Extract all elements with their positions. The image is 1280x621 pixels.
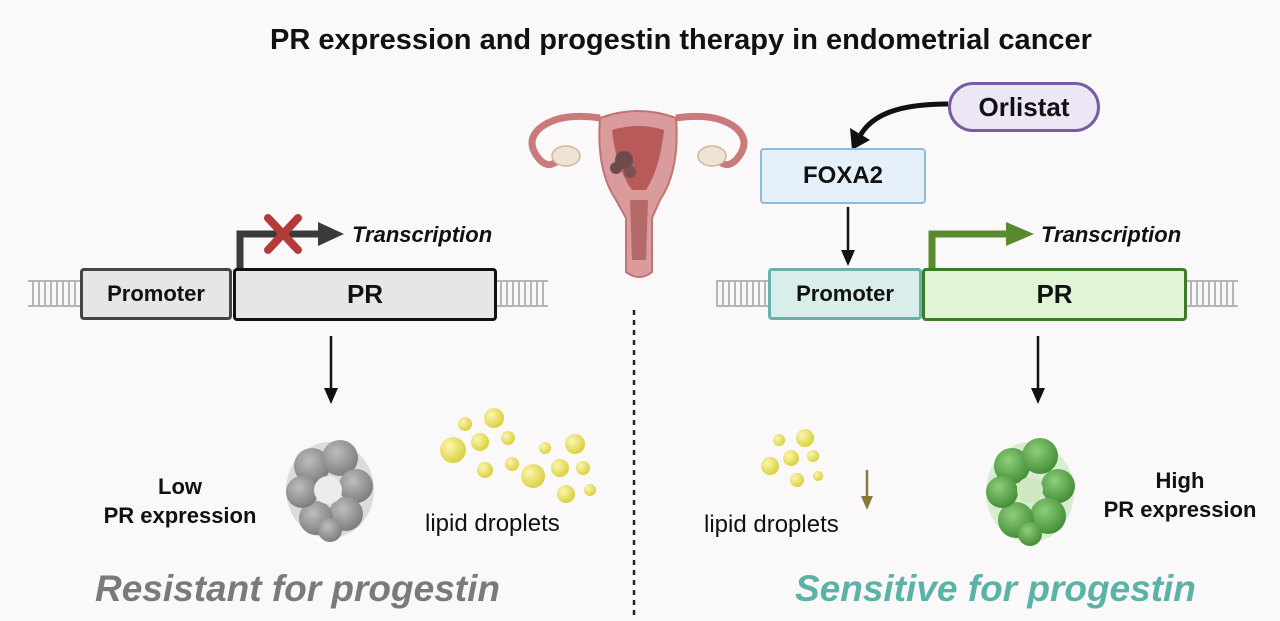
expression-text: PR expression	[1103, 497, 1257, 522]
expression-text: PR expression	[103, 503, 257, 528]
sensitive-outcome-label: Sensitive for progestin	[795, 568, 1196, 609]
low-pr-expression-label: Low PR expression	[100, 472, 260, 530]
lipid-droplet-icon	[440, 408, 596, 503]
lipid-droplets-label-right: lipid droplets	[704, 511, 839, 538]
resistant-outcome-label: Resistant for progestin	[95, 568, 500, 609]
arrow-down-left	[324, 336, 338, 404]
expression-level-text: Low	[158, 474, 202, 499]
uterus-icon	[528, 110, 748, 278]
page-title: PR expression and progestin therapy in e…	[270, 24, 1092, 56]
promoter-box-right: Promoter	[768, 268, 922, 320]
red-x-icon	[264, 214, 302, 254]
transcription-label-right: Transcription	[1041, 222, 1182, 247]
pr-gene-box-left: PR	[233, 268, 497, 321]
arrow-down-right	[1031, 336, 1045, 404]
green-protein-icon	[986, 438, 1075, 546]
expression-level-text: High	[1155, 468, 1205, 493]
transcription-arrow-left	[236, 222, 344, 268]
foxa2-box: FOXA2	[760, 148, 926, 204]
arrow-orlistat-to-foxa2	[850, 101, 949, 150]
orlistat-box: Orlistat	[948, 82, 1100, 132]
gray-protein-icon	[286, 440, 374, 542]
transcription-label-left: Transcription	[352, 222, 493, 247]
high-pr-expression-label: High PR expression	[1097, 466, 1263, 524]
promoter-box-left: Promoter	[80, 268, 232, 320]
arrow-foxa2-to-promoter	[841, 207, 855, 266]
dna-strand-right	[716, 280, 1238, 307]
pr-gene-box-right: PR	[922, 268, 1187, 321]
transcription-arrow-right	[928, 222, 1034, 268]
lipid-droplets-label-left: lipid droplets	[425, 510, 560, 537]
lipid-droplet-icon	[761, 429, 823, 487]
down-arrow-icon	[861, 470, 873, 510]
dna-strand-left	[28, 280, 548, 307]
